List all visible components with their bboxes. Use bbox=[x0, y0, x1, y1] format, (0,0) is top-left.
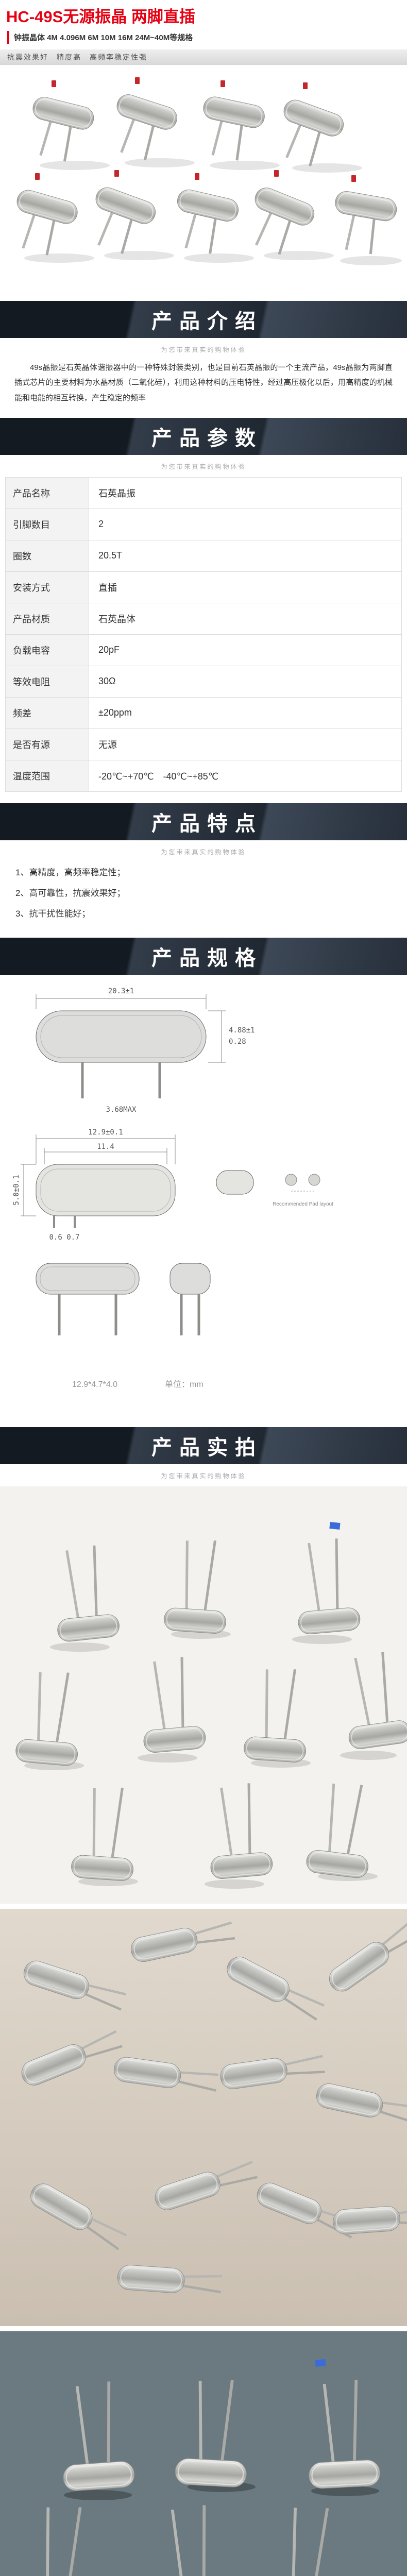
section-banner-intro: 产品介绍 bbox=[0, 301, 407, 338]
dimension-lines-a bbox=[36, 994, 226, 1063]
param-value: ±20ppm bbox=[89, 697, 402, 729]
feature-item: 1、高精度，高频率稳定性； bbox=[15, 867, 126, 877]
blue-tag bbox=[329, 1521, 341, 1530]
section-banner-params: 产品参数 bbox=[0, 417, 407, 455]
dim-lead-dia: 0.28 bbox=[229, 1038, 246, 1046]
feature-item: 3、抗干扰性能好； bbox=[15, 908, 91, 919]
param-row: 安装方式 直插 bbox=[5, 571, 402, 603]
section-title-specs: 产品规格 bbox=[151, 946, 263, 970]
param-row: 温度范围 -20℃~+70℃ -40℃~+85℃ bbox=[5, 759, 402, 792]
pad bbox=[308, 1174, 320, 1186]
subtitle: 钟振晶体 4M 4.096M 6M 10M 16M 24M~40M等规格 bbox=[7, 31, 401, 44]
section-title-features: 产品特点 bbox=[151, 812, 263, 835]
section-banner-photos: 产品实拍 bbox=[0, 1427, 407, 1464]
case-outline bbox=[36, 1010, 207, 1063]
param-row: 引脚数目 2 bbox=[5, 508, 402, 540]
param-label: 引脚数目 bbox=[5, 508, 89, 540]
section-title-intro: 产品介绍 bbox=[151, 310, 263, 333]
param-value: 20.5T bbox=[89, 539, 402, 572]
dim-thickness: 3.68MAX bbox=[106, 1106, 137, 1114]
dimension-lines-b bbox=[21, 1134, 176, 1216]
experience-note: 为您带来真实的购物体验 bbox=[161, 1472, 246, 1480]
spec-drawings: 20.3±1 4.88±1 0.28 3.68MAX 12.9±0.1 11.4… bbox=[0, 974, 407, 1418]
param-value: 2 bbox=[89, 508, 402, 540]
section-banner-features: 产品特点 bbox=[0, 803, 407, 840]
side-view-wide bbox=[36, 1263, 140, 1295]
pad-layout-note: Recommended Pad layout bbox=[273, 1201, 333, 1207]
real-shot-photo-2 bbox=[0, 1908, 407, 2326]
crystal-shadows bbox=[24, 158, 402, 266]
end-view-outline bbox=[216, 1170, 254, 1195]
intro-paragraph: 49s晶振是石英晶体谐振器中的一种特殊封装类别，也是目前石英晶振的一个主流产品，… bbox=[14, 363, 393, 402]
feature-item: 2、高可靠性，抗震效果好； bbox=[15, 888, 126, 898]
param-row: 产品名称 石英晶振 bbox=[5, 477, 402, 509]
dim-top-width: 12.9±0.1 bbox=[88, 1128, 123, 1137]
pad bbox=[285, 1174, 297, 1186]
param-row: 圈数 20.5T bbox=[5, 539, 402, 572]
experience-note: 为您带来真实的购物体验 bbox=[161, 848, 246, 856]
param-row: 是否有源 无源 bbox=[5, 728, 402, 760]
experience-note: 为您带来真实的购物体验 bbox=[161, 463, 246, 470]
tagline-bar: 抗震效果好 精度高 高频率稳定性强 bbox=[0, 49, 407, 65]
param-row: 负载电容 20pF bbox=[5, 634, 402, 666]
param-label: 负载电容 bbox=[5, 634, 89, 666]
top-view-outline bbox=[36, 1164, 176, 1216]
spec-caption-unit: 单位：mm bbox=[165, 1380, 204, 1389]
blue-tag bbox=[315, 2359, 326, 2367]
param-value: 石英晶振 bbox=[89, 477, 402, 509]
param-row: 频差 ±20ppm bbox=[5, 697, 402, 729]
features-list: 1、高精度，高频率稳定性； 2、高可靠性，抗震效果好； 3、抗干扰性能好； bbox=[15, 862, 392, 924]
param-row: 产品材质 石英晶体 bbox=[5, 602, 402, 635]
param-label: 圈数 bbox=[5, 539, 89, 572]
section-title-photos: 产品实拍 bbox=[151, 1436, 263, 1459]
real-shot-photo-1 bbox=[0, 1486, 407, 1904]
real-shot-photo-3 bbox=[0, 2331, 407, 2576]
param-label: 是否有源 bbox=[5, 728, 89, 760]
dim-body-length: 20.3±1 bbox=[108, 987, 134, 995]
param-value: 20pF bbox=[89, 634, 402, 666]
param-value: 30Ω bbox=[89, 665, 402, 698]
param-label: 频差 bbox=[5, 697, 89, 729]
dim-top-depth: 5.0±0.1 bbox=[12, 1175, 21, 1205]
dim-body-height: 4.88±1 bbox=[229, 1026, 255, 1035]
param-value: 石英晶体 bbox=[89, 602, 402, 635]
red-marks bbox=[35, 77, 356, 182]
param-row: 等效电阻 30Ω bbox=[5, 665, 402, 698]
experience-note: 为您带来真实的购物体验 bbox=[161, 346, 246, 354]
hero-product-photo bbox=[0, 65, 407, 292]
param-label: 温度范围 bbox=[5, 759, 89, 792]
param-value: 无源 bbox=[89, 728, 402, 760]
param-value: -20℃~+70℃ -40℃~+85℃ bbox=[89, 759, 402, 792]
side-view-narrow bbox=[169, 1263, 211, 1295]
param-label: 产品名称 bbox=[5, 477, 89, 509]
section-title-params: 产品参数 bbox=[151, 427, 263, 450]
param-label: 安装方式 bbox=[5, 571, 89, 603]
param-label: 等效电阻 bbox=[5, 665, 89, 698]
spec-caption-size: 12.9*4.7*4.0 bbox=[72, 1380, 117, 1389]
dim-lead-pitch: 0.6 0.7 bbox=[49, 1233, 79, 1242]
param-value: 直插 bbox=[89, 571, 402, 603]
section-banner-specs: 产品规格 bbox=[0, 937, 407, 975]
params-table: 产品名称 石英晶振 引脚数目 2 圈数 20.5T 安装方式 直插 产品材质 石… bbox=[5, 477, 402, 792]
dim-top-inner: 11.4 bbox=[97, 1143, 114, 1151]
header: HC-49S无源振晶 两脚直插 钟振晶体 4M 4.096M 6M 10M 16… bbox=[0, 0, 407, 44]
page-title: HC-49S无源振晶 两脚直插 bbox=[6, 8, 195, 26]
param-label: 产品材质 bbox=[5, 602, 89, 635]
